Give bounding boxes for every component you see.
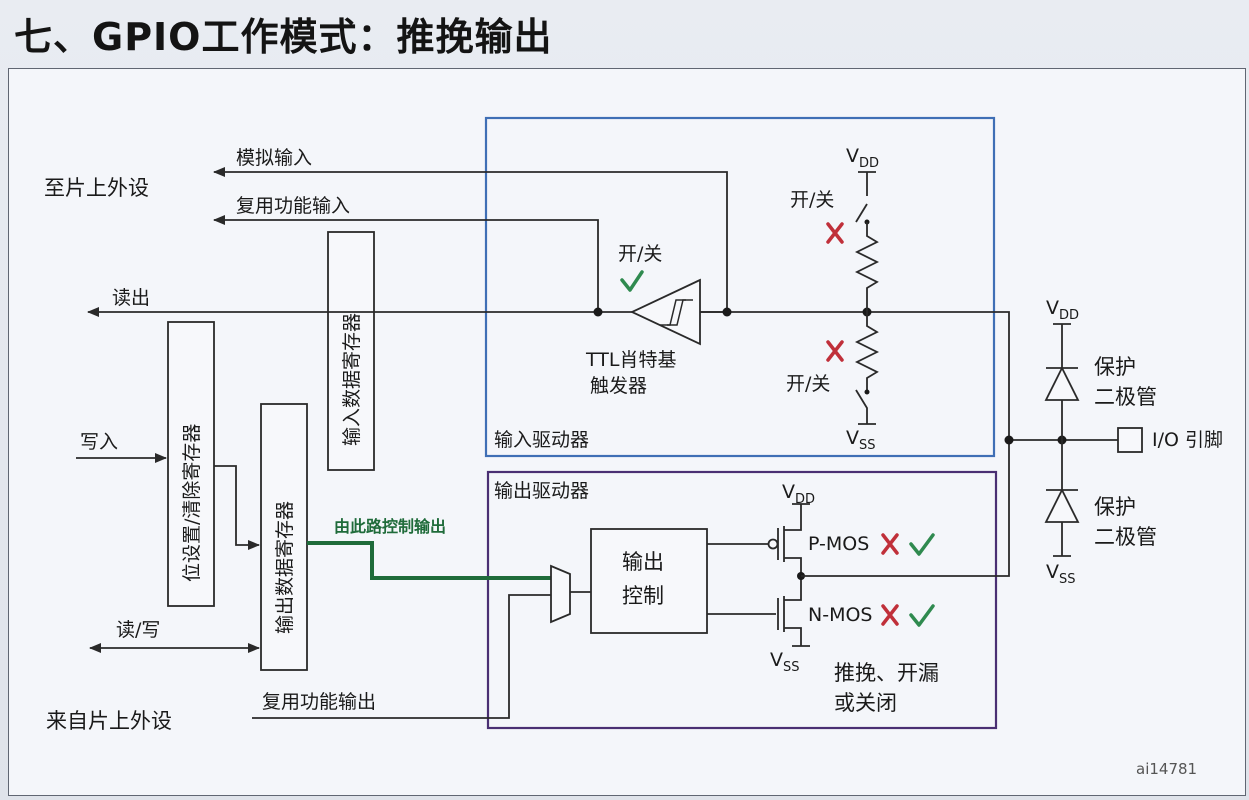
junction-dot bbox=[722, 307, 732, 317]
mode-label-line2: 或关闭 bbox=[834, 691, 897, 715]
to-peripheral-label: 至片上外设 bbox=[44, 176, 149, 200]
pmos-vdd-label: VDD bbox=[782, 481, 815, 507]
schmitt-trigger bbox=[629, 278, 727, 346]
cross-icon bbox=[826, 340, 844, 362]
pull-down-network bbox=[854, 312, 880, 425]
output-mux bbox=[550, 564, 571, 624]
analog-input-label: 模拟输入 bbox=[236, 147, 312, 169]
output-node-line bbox=[801, 440, 1010, 577]
write-in-label: 写入 bbox=[80, 431, 118, 453]
diode-vdd-label: VDD bbox=[1046, 297, 1079, 323]
pull-down-switch-label: 开/关 bbox=[786, 373, 830, 395]
figure-id: ai14781 bbox=[1136, 760, 1197, 778]
nmos-label: N-MOS bbox=[808, 604, 872, 626]
pull-up-network bbox=[854, 171, 880, 312]
output-control-box bbox=[590, 528, 708, 634]
pmos-label: P-MOS bbox=[808, 533, 869, 555]
ttl-label-line1: TTL肖特基 bbox=[585, 349, 676, 371]
bit-set-reset-register bbox=[167, 321, 215, 607]
mode-label-line1: 推挽、开漏 bbox=[834, 661, 939, 685]
input-driver-label: 输入驱动器 bbox=[494, 429, 589, 451]
io-pin-label: I/O 引脚 bbox=[1152, 429, 1223, 451]
input-data-register-label: 输入数据寄存器 bbox=[341, 313, 363, 446]
ttl-label-line2: 触发器 bbox=[590, 375, 647, 397]
cross-icon bbox=[826, 222, 844, 244]
bsrr-to-odr-line bbox=[214, 465, 260, 550]
output-data-register bbox=[260, 403, 308, 671]
protection-diode-bottom bbox=[1044, 440, 1080, 557]
read-write-label: 读/写 bbox=[116, 619, 160, 641]
protection-diode-top bbox=[1044, 323, 1080, 440]
pull-up-switch-label: 开/关 bbox=[790, 189, 834, 211]
output-control-line1: 输出 bbox=[622, 550, 664, 574]
check-icon bbox=[620, 270, 644, 292]
control-path-line bbox=[307, 541, 551, 580]
bit-set-reset-register-label: 位设置/清除寄存器 bbox=[181, 424, 203, 582]
cross-icon bbox=[881, 533, 899, 555]
protect-bottom-line2: 二极管 bbox=[1094, 525, 1157, 549]
protect-bottom-line1: 保护 bbox=[1094, 495, 1136, 519]
alt-func-output-line bbox=[252, 594, 551, 719]
input-vdd-label: VDD bbox=[846, 145, 879, 171]
check-icon bbox=[909, 604, 935, 627]
input-data-register bbox=[327, 231, 375, 471]
ttl-switch-label: 开/关 bbox=[618, 243, 662, 265]
nmos-vss-label: VSS bbox=[770, 649, 800, 675]
from-peripheral-label: 来自片上外设 bbox=[46, 709, 172, 733]
alt-func-input-label: 复用功能输入 bbox=[236, 195, 350, 217]
output-data-register-label: 输出数据寄存器 bbox=[274, 501, 296, 634]
junction-dot bbox=[593, 307, 603, 317]
pmos-transistor bbox=[767, 503, 810, 576]
output-control-line2: 控制 bbox=[622, 584, 664, 608]
input-vss-label: VSS bbox=[846, 427, 876, 453]
alt-func-output-label: 复用功能输出 bbox=[262, 691, 376, 713]
analog-input-line bbox=[213, 167, 728, 312]
input-driver-box bbox=[484, 116, 996, 458]
diode-vss-label: VSS bbox=[1046, 561, 1076, 587]
nmos-transistor bbox=[777, 576, 810, 647]
page-title: 七、GPIO工作模式：推挽输出 bbox=[14, 15, 553, 59]
alt-func-input-line bbox=[213, 215, 599, 312]
check-icon bbox=[909, 533, 935, 556]
output-driver-box bbox=[486, 470, 998, 730]
junction-dot bbox=[1004, 435, 1014, 445]
protect-top-line2: 二极管 bbox=[1094, 385, 1157, 409]
read-out-label: 读出 bbox=[112, 287, 150, 309]
input-main-line bbox=[598, 311, 1010, 440]
protect-top-line1: 保护 bbox=[1094, 355, 1136, 379]
io-pin-square bbox=[1117, 427, 1143, 453]
cross-icon bbox=[881, 604, 899, 626]
control-path-label: 由此路控制输出 bbox=[334, 517, 446, 536]
output-driver-label: 输出驱动器 bbox=[494, 480, 589, 502]
